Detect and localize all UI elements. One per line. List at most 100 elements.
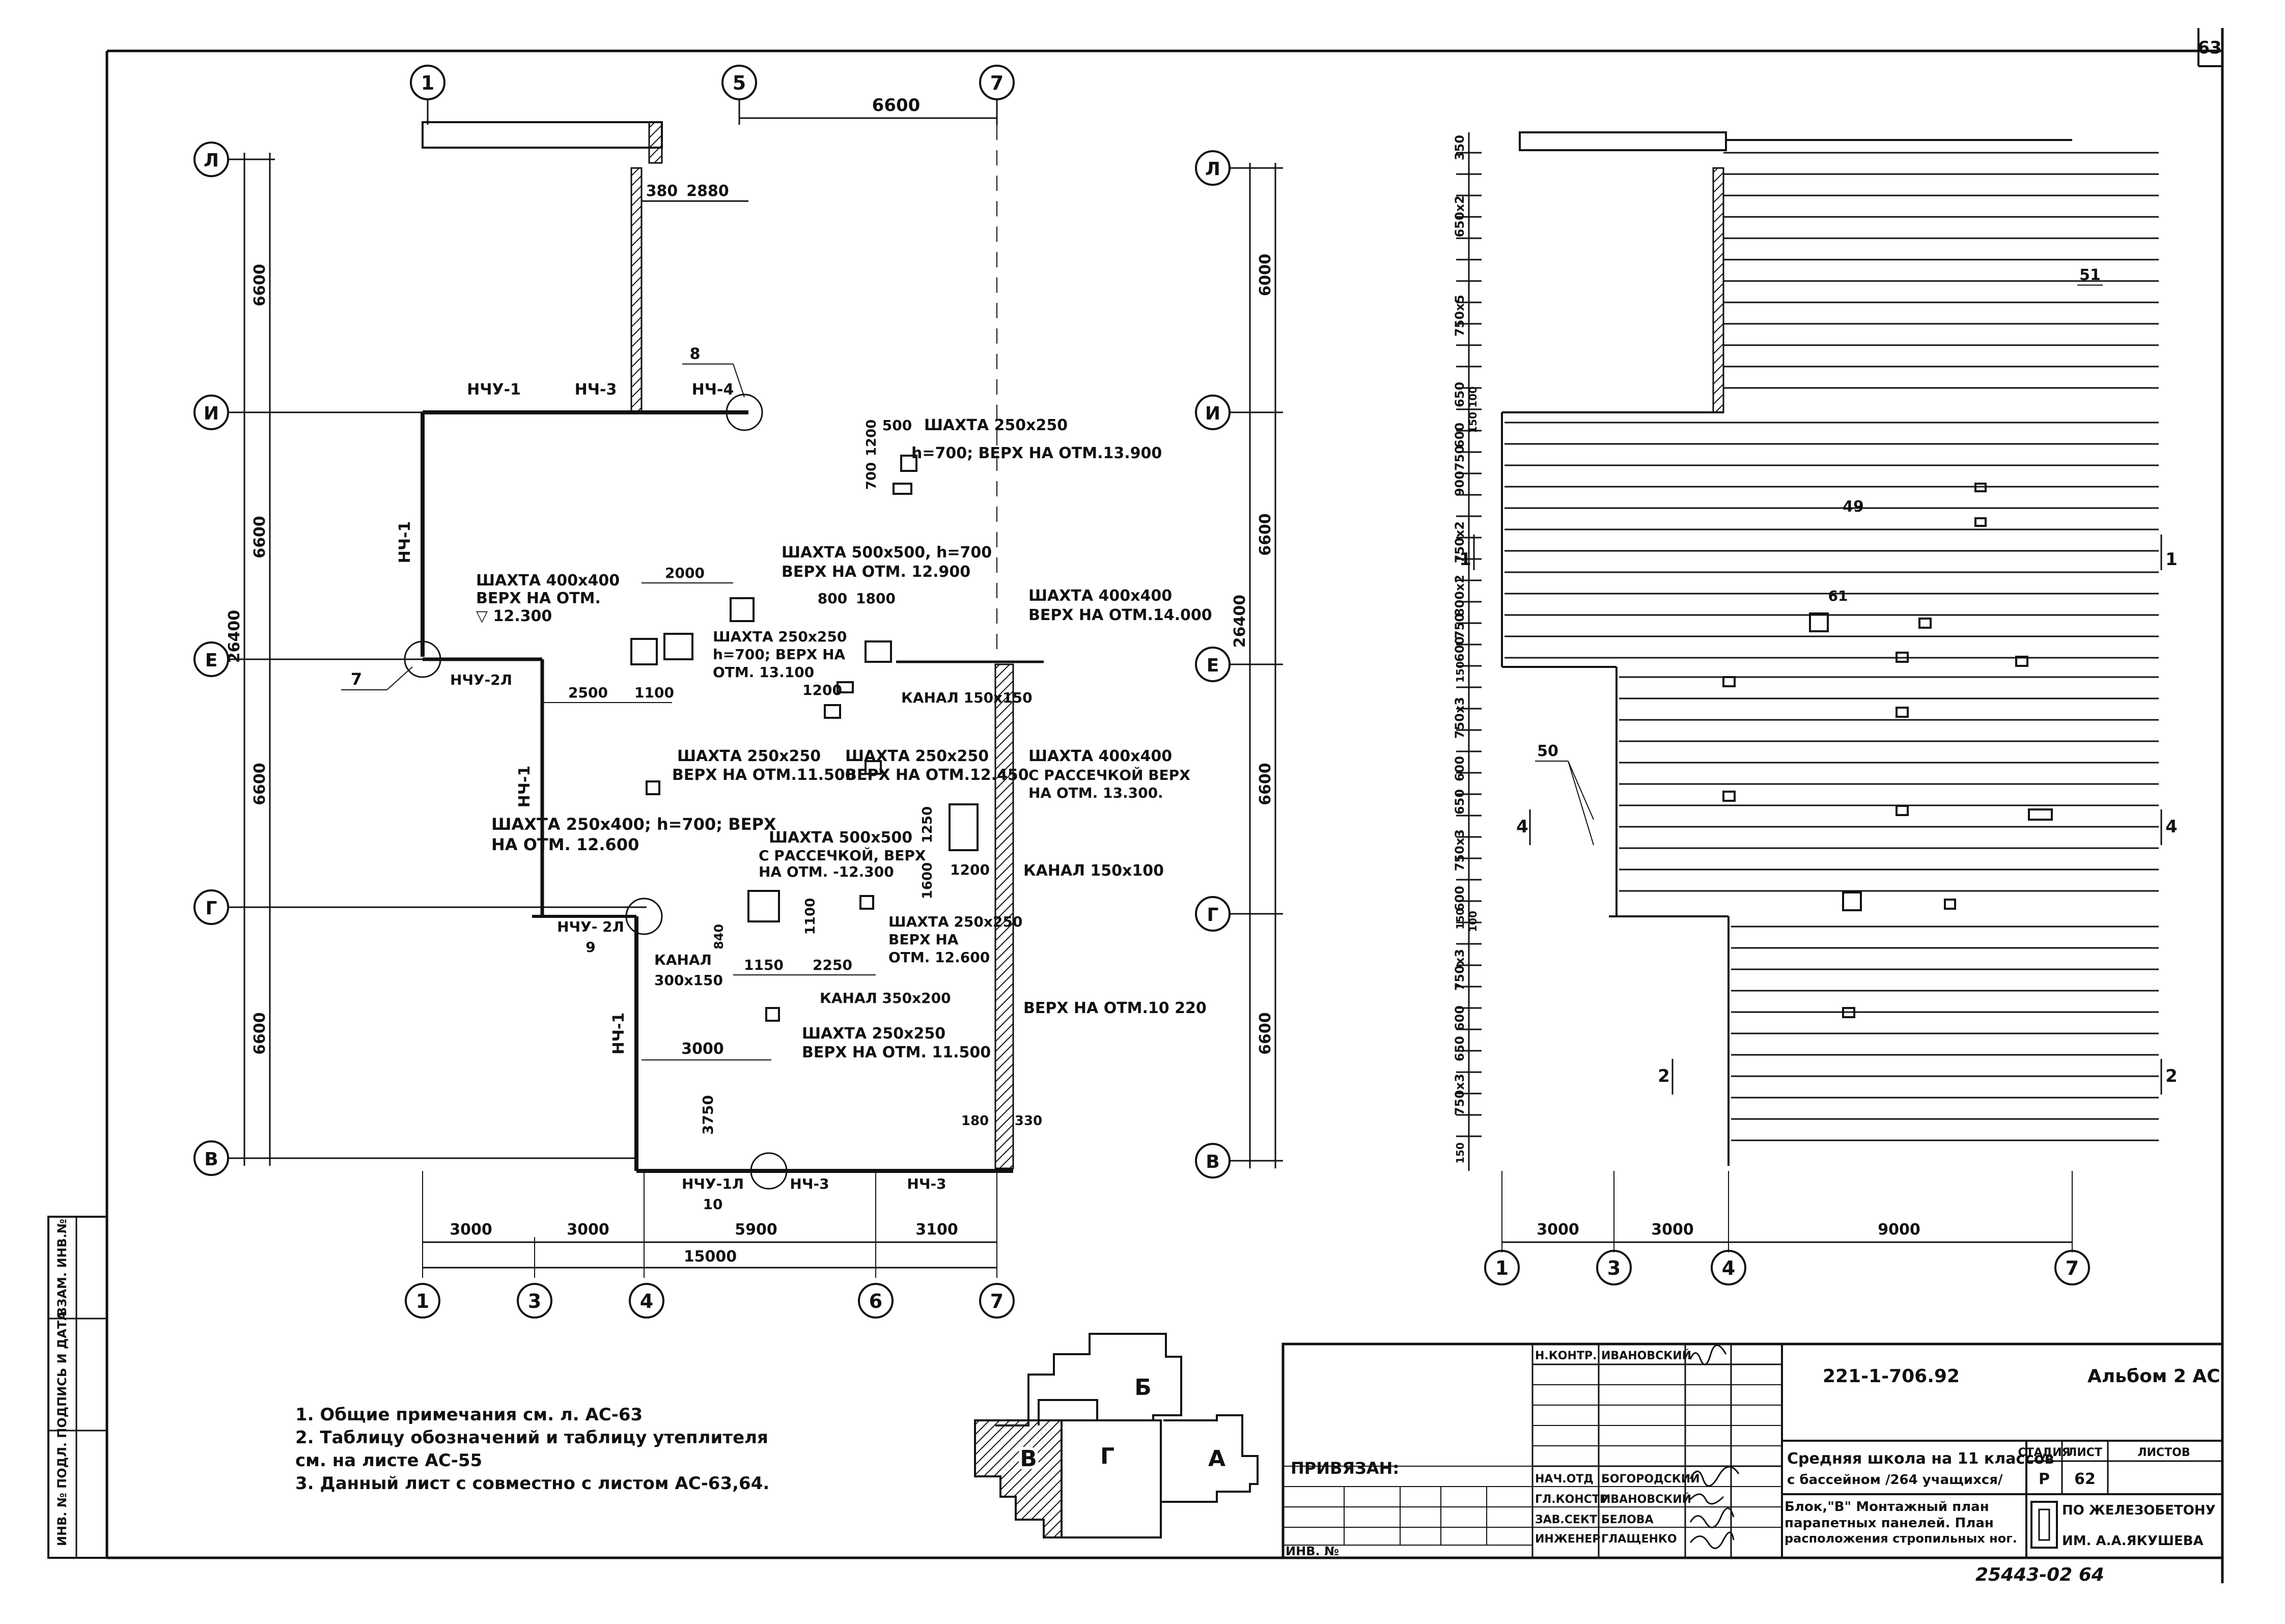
- stamp-title2: с бассейном /264 учащихся/: [1787, 1472, 2003, 1488]
- svg-text:350: 350: [1453, 135, 1467, 160]
- stamp-desc1: Блок,"В" Монтажный план: [1785, 1499, 1989, 1515]
- key-plan: Б В Г А: [974, 1333, 1259, 1538]
- label-8: 8: [690, 345, 701, 363]
- note-shaft-3: ШАХТА 500х500, h=700 ВЕРХ НА ОТМ. 12.900: [782, 544, 992, 581]
- svg-text:3: 3: [528, 1290, 541, 1312]
- svg-text:840: 840: [712, 924, 726, 949]
- section-1-left: 1: [1459, 549, 1471, 570]
- note-shaft-4: ШАХТА 250х250 h=700; ВЕРХ НА ОТМ. 13.100: [713, 628, 847, 681]
- svg-text:ШАХТА 500х500: ШАХТА 500х500: [769, 829, 912, 847]
- svg-text:ШАХТА 250х400; h=700; ВЕРХ: ШАХТА 250х400; h=700; ВЕРХ: [491, 815, 776, 834]
- svg-text:ШАХТА 400х400: ШАХТА 400х400: [1028, 747, 1172, 765]
- svg-text:6600: 6600: [1257, 1012, 1274, 1055]
- section-2-left: 2: [1658, 1066, 1670, 1086]
- svg-text:750х5: 750х5: [1453, 295, 1467, 337]
- svg-text:ПОДПИСЬ И ДАТА: ПОДПИСЬ И ДАТА: [55, 1311, 69, 1438]
- svg-text:ВЕРХ НА ОТМ.11.500: ВЕРХ НА ОТМ.11.500: [672, 766, 856, 784]
- stamp-desc3: расположения стропильных ног.: [1785, 1531, 2017, 1546]
- axis-bubble-L-left: Л: [193, 142, 229, 177]
- svg-text:Г: Г: [1100, 1443, 1114, 1469]
- label-nch3b: НЧ-3: [790, 1175, 829, 1192]
- label-nch3a: НЧ-3: [575, 381, 617, 399]
- svg-text:СТАДИЯ: СТАДИЯ: [2018, 1446, 2070, 1459]
- axis-bubble-I-left: И: [193, 395, 229, 430]
- note-kanal-2: КАНАЛ 150х100: [1023, 862, 1164, 880]
- label-nchu1l: НЧУ-1Л: [682, 1175, 744, 1192]
- svg-text:С РАССЕЧКОЙ ВЕРХ: С РАССЕЧКОЙ ВЕРХ: [1028, 766, 1190, 783]
- svg-text:В: В: [1020, 1446, 1037, 1472]
- svg-text:h=700; ВЕРХ НА ОТМ.13.900: h=700; ВЕРХ НА ОТМ.13.900: [911, 444, 1162, 462]
- svg-text:2. Таблицу обозначений и табли: 2. Таблицу обозначений и таблицу утеплит…: [295, 1427, 768, 1448]
- svg-text:ШАХТА 500х500, h=700: ШАХТА 500х500, h=700: [782, 544, 992, 562]
- svg-text:26400: 26400: [1231, 595, 1249, 648]
- side-strip: ИНВ. № ПОДЛ. ПОДПИСЬ И ДАТА ВЗАМ. ИНВ.№: [47, 1216, 108, 1559]
- svg-text:650: 650: [1453, 1036, 1467, 1061]
- svg-text:Г: Г: [1207, 905, 1219, 926]
- svg-text:h=700; ВЕРХ НА: h=700; ВЕРХ НА: [713, 646, 846, 663]
- axis-bubble-6-bottom: 6: [858, 1283, 894, 1319]
- svg-text:3750: 3750: [700, 1095, 716, 1135]
- svg-text:ИВАНОВСКИЙ: ИВАНОВСКИЙ: [1601, 1493, 1691, 1506]
- svg-text:2250: 2250: [813, 957, 852, 973]
- svg-text:И: И: [204, 403, 219, 424]
- axis-bubble-G-left: Г: [193, 889, 229, 925]
- svg-text:1200: 1200: [802, 682, 842, 698]
- section-4-left: 4: [1516, 817, 1528, 837]
- svg-text:В: В: [204, 1149, 218, 1170]
- svg-text:1150: 1150: [744, 957, 784, 973]
- svg-text:1. Общие примечания см. л. АС-: 1. Общие примечания см. л. АС-63: [295, 1405, 643, 1425]
- note-kanal-4: КАНАЛ 350х200: [820, 990, 951, 1006]
- svg-text:800х2: 800х2: [1453, 575, 1467, 617]
- svg-text:9000: 9000: [1878, 1221, 1920, 1239]
- axis-bubble-1-bottom: 1: [405, 1283, 440, 1319]
- svg-text:Л: Л: [204, 150, 219, 171]
- svg-text:НАЧ.ОТД: НАЧ.ОТД: [1535, 1473, 1594, 1486]
- svg-text:1200: 1200: [950, 861, 990, 878]
- svg-text:3100: 3100: [915, 1221, 958, 1239]
- axis-bubble-V-right: В: [1195, 1143, 1231, 1179]
- bottom-archive-number: 25443-02 64: [1975, 1564, 2104, 1585]
- right-plan: Л И Е Г В 6000 6600 6600 6600 26400 350 …: [1195, 131, 2178, 1285]
- label-10: 10: [703, 1196, 723, 1213]
- stamp-title1: Средняя школа на 11 классов: [1787, 1450, 2054, 1468]
- svg-text:ШАХТА 250х250: ШАХТА 250х250: [802, 1025, 945, 1043]
- label-nch1a: НЧ-1: [396, 521, 414, 564]
- label-7: 7: [351, 669, 362, 689]
- svg-text:НА ОТМ. 12.600: НА ОТМ. 12.600: [491, 835, 639, 854]
- svg-text:1100: 1100: [803, 898, 818, 935]
- svg-text:НА ОТМ. 13.300.: НА ОТМ. 13.300.: [1028, 785, 1163, 801]
- svg-text:600: 600: [1453, 756, 1467, 781]
- svg-text:НА ОТМ. -12.300: НА ОТМ. -12.300: [759, 863, 894, 880]
- svg-text:В: В: [1206, 1152, 1219, 1172]
- dim-left-6600b: 6600: [251, 516, 269, 558]
- svg-text:ИНВ. № ПОДЛ.: ИНВ. № ПОДЛ.: [55, 1442, 69, 1546]
- svg-text:100: 100: [1467, 386, 1479, 408]
- note-shaft-10: ШАХТА 500х500 С РАССЕЧКОЙ, ВЕРХ НА ОТМ. …: [759, 829, 926, 880]
- svg-text:ИВАНОВСКИЙ: ИВАНОВСКИЙ: [1601, 1349, 1691, 1362]
- svg-text:6000: 6000: [1257, 254, 1274, 296]
- svg-text:750: 750: [1453, 445, 1467, 471]
- svg-text:800: 800: [818, 590, 847, 607]
- label-nch4: НЧ-4: [692, 381, 734, 399]
- rafter-lines: [1456, 152, 2159, 1141]
- dim-left-6600a: 6600: [251, 264, 269, 306]
- svg-text:6600: 6600: [1257, 763, 1274, 805]
- stamp-desc2: парапетных панелей. План: [1785, 1516, 1994, 1531]
- svg-text:750х2: 750х2: [1453, 521, 1467, 563]
- svg-text:380: 380: [646, 182, 678, 200]
- svg-text:ШАХТА 400х400: ШАХТА 400х400: [1028, 587, 1172, 605]
- note-shaft-6: ШАХТА 250х250 ВЕРХ НА ОТМ.11.500: [672, 747, 856, 784]
- note-kanal-1: КАНАЛ 150х150: [901, 689, 1033, 706]
- svg-text:600: 600: [1453, 636, 1467, 662]
- label-61: 61: [1828, 587, 1848, 604]
- svg-text:1100: 1100: [634, 684, 674, 701]
- svg-text:1: 1: [416, 1290, 429, 1312]
- svg-text:750х3: 750х3: [1453, 1074, 1467, 1115]
- label-nch1c: НЧ-1: [610, 1013, 628, 1055]
- svg-text:Б: Б: [1134, 1375, 1152, 1401]
- svg-text:5: 5: [733, 72, 746, 94]
- section-4-right: 4: [2165, 817, 2178, 837]
- svg-text:1250: 1250: [920, 806, 935, 843]
- svg-text:7: 7: [990, 1290, 1004, 1312]
